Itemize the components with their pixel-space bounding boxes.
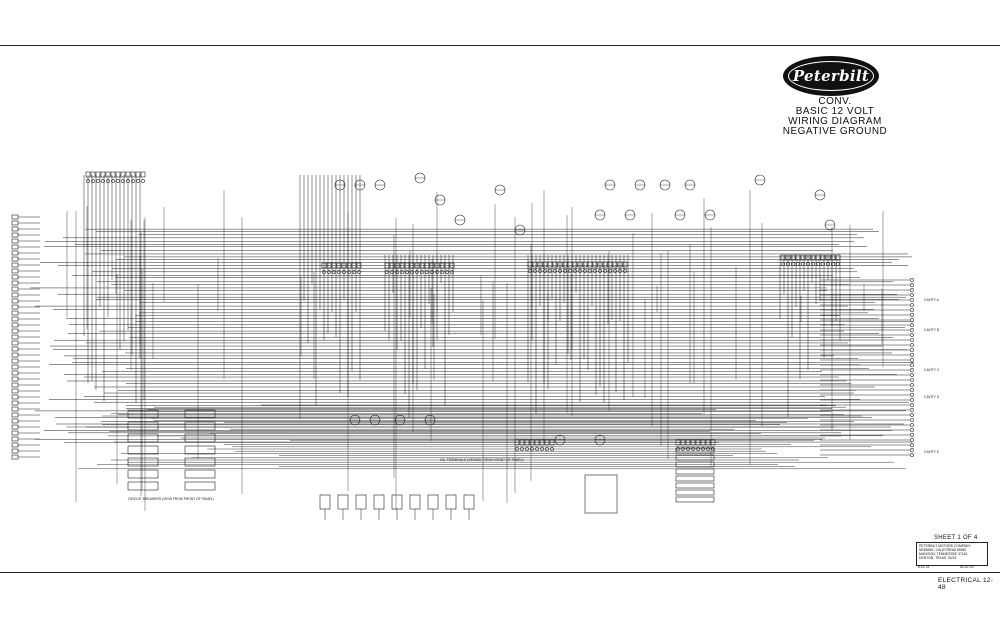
sheet-bottom-border [0, 572, 1000, 573]
title-line-2: BASIC 12 VOLT [795, 106, 875, 117]
title-block-line-3: MADISON, TENNESSEE 37116 [919, 552, 968, 556]
peterbilt-logo: Peterbilt [783, 56, 879, 96]
title-line-3: WIRING DIAGRAM [788, 116, 882, 127]
cavity-e-label: CAVITY E [924, 450, 940, 454]
sheet-number: SHEET 1 OF 4 [934, 535, 978, 541]
revision-date: 8-15-78 [918, 565, 929, 569]
logo-text: Peterbilt [788, 61, 874, 91]
cavity-a-label: CAVITY A [924, 298, 939, 302]
gauge-terminals-label: GA. TERMINALS (VIEWED FROM FRONT OF PANE… [440, 458, 524, 462]
drawing-number: 54-10700 [960, 565, 974, 569]
sheet-top-border [0, 45, 1000, 46]
title-block: PETERBILT MOTORS COMPANY NEWARK, CALIFOR… [916, 542, 988, 566]
title-line-4: NEGATIVE GROUND [782, 126, 888, 137]
title-line-1: CONV. [818, 96, 852, 107]
cavity-c-label: CAVITY C [924, 368, 940, 372]
title-block-line-2: NEWARK, CALIFORNIA 94560 [919, 548, 967, 552]
cavity-d-label: CAVITY D [924, 395, 940, 399]
circuit-breakers-label: CIRCUIT BREAKERS (VIEW FROM FRONT OF PAN… [128, 497, 214, 501]
cavity-b-label: CAVITY B [924, 328, 940, 332]
title-block-line-4: DENTON, TEXAS 76201 [919, 556, 957, 560]
wire-traces [11, 171, 914, 520]
diagram-title: CONV. BASIC 12 VOLT WIRING DIAGRAM NEGAT… [780, 97, 890, 137]
title-block-line-1: PETERBILT MOTORS COMPANY [919, 544, 971, 548]
page-footer: ELECTRICAL 12-48 [938, 577, 994, 591]
